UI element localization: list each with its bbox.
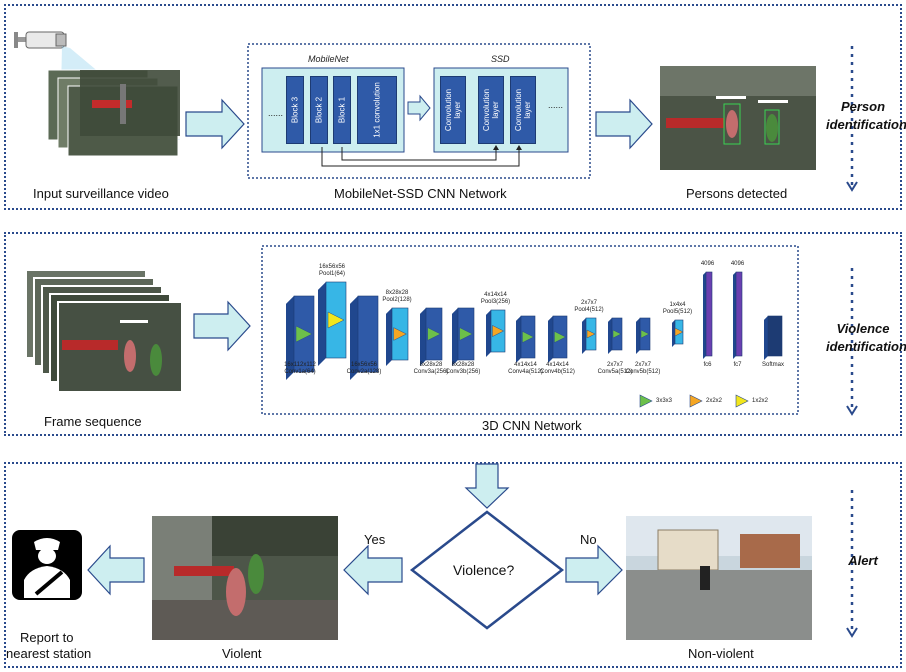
cnn-layer-bottom-label: fc7 <box>733 362 742 368</box>
cnn-layer-bottom-label: fc6 <box>703 362 712 368</box>
cnn-layer-bottom-label: 4x14x14 Conv4b(512) <box>540 362 575 375</box>
mobilenet-dots: ...... <box>268 108 284 118</box>
mobilenet-block-2: Block 2 <box>310 76 328 144</box>
mobilenet-title: MobileNet <box>308 54 349 64</box>
alert-panel <box>4 462 902 668</box>
mobilenet-1x1-convolution: 1x1 convolution <box>357 76 397 144</box>
input-video-caption: Input surveillance video <box>33 186 169 201</box>
legend-label-1x2x2: 1x2x2 <box>752 398 769 404</box>
mobilenet-block-3: Block 3 <box>286 76 304 144</box>
alert-label: Alert <box>848 553 878 568</box>
legend: 3x3x3 2x2x2 1x2x2 <box>636 394 786 408</box>
ssd-convolution-layer-1: Convolution layer <box>440 76 466 144</box>
cnn-layer-top-label: 4x14x14 Pool3(256) <box>480 292 511 305</box>
cnn-layer-top-label: 16x56x56 Pool1(64) <box>318 264 346 277</box>
legend-label-2x2x2: 2x2x2 <box>706 398 723 404</box>
no-label: No <box>580 532 597 547</box>
cnn-layer-top-label: 1x4x4 Pool5(512) <box>662 302 693 315</box>
cnn-layer-bottom-label: 2x7x7 Conv5a(512) <box>597 362 633 375</box>
cnn-layer-bottom-label: 16x56x56 Conv2a(128) <box>346 362 382 375</box>
person-identification-label: Person identification <box>826 99 906 132</box>
mobilenet-ssd-caption: MobileNet-SSD CNN Network <box>334 186 507 201</box>
persons-detected-caption: Persons detected <box>686 186 788 201</box>
cnn-layer-bottom-label: 2x7x7 Conv5b(512) <box>625 362 661 375</box>
non-violent-caption: Non-violent <box>688 646 754 661</box>
yes-label: Yes <box>364 532 386 547</box>
cnn-layer-bottom-label: 8x28x28 Conv3b(256) <box>445 362 481 375</box>
violence-identification-panel <box>4 232 902 436</box>
ssd-convolution-layer-2: Convolution layer <box>478 76 504 144</box>
violence-identification-label: Violence identification <box>826 321 906 354</box>
cnn-layer-bottom-label: 8x28x28 Conv3a(256) <box>413 362 449 375</box>
person-identification-panel <box>4 4 902 210</box>
ssd-title: SSD <box>491 54 510 64</box>
report-caption-line-1: Report to <box>20 630 74 645</box>
cnn-layer-top-label: 4096 <box>700 261 715 267</box>
violent-caption: Violent <box>222 646 262 661</box>
report-caption-line-2: nearest station <box>6 646 92 661</box>
mobilenet-block-1: Block 1 <box>333 76 351 144</box>
cnn-layer-bottom-label: 16x112x112 Conv1a(64) <box>284 362 316 375</box>
cnn-layer-top-label: 8x28x28 Pool2(128) <box>382 290 412 303</box>
cnn-layer-top-label: 4096 <box>730 261 745 267</box>
frame-sequence-caption: Frame sequence <box>44 414 142 429</box>
3d-cnn-caption: 3D CNN Network <box>482 418 582 433</box>
cnn-layer-bottom-label: 4x14x14 Conv4a(512) <box>508 362 543 375</box>
cnn-layer-bottom-label: Softmax <box>761 362 784 368</box>
ssd-convolution-layer-3: Convolution layer <box>510 76 536 144</box>
ssd-dots: ...... <box>548 100 564 110</box>
cnn-layer-top-label: 2x7x7 Pool4(512) <box>574 300 604 313</box>
decision-label: Violence? <box>453 562 515 578</box>
legend-label-3x3x3: 3x3x3 <box>656 398 673 404</box>
